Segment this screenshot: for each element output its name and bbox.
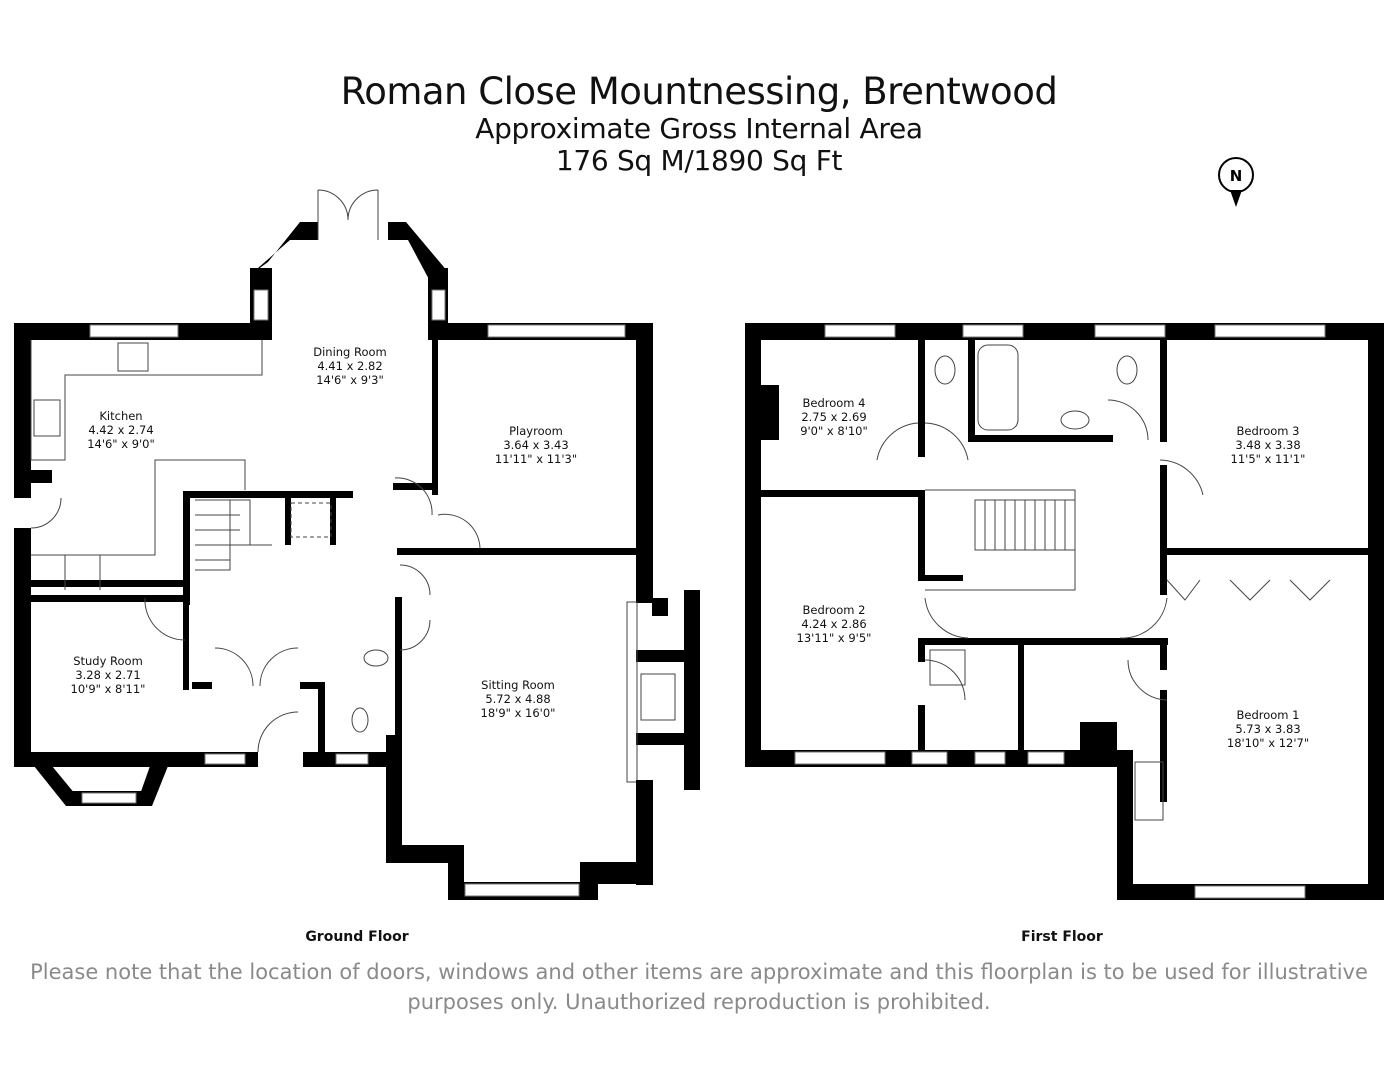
disclaimer-line-2: purposes only. Unauthorized reproduction… — [407, 990, 991, 1014]
room-name: Sitting Room — [481, 678, 555, 692]
room-metric: 5.72 x 4.88 — [485, 692, 550, 706]
room-name: Playroom — [509, 424, 563, 438]
room-name: Dining Room — [313, 345, 387, 359]
room-imperial: 11'5" x 11'1" — [1231, 452, 1306, 466]
room-metric: 4.41 x 2.82 — [317, 359, 382, 373]
ground-floor-plan: Dining Room 4.41 x 2.82 14'6" x 9'3" Kit… — [14, 189, 700, 945]
room-metric: 3.48 x 3.38 — [1235, 438, 1300, 452]
room-imperial: 13'11" x 9'5" — [797, 631, 872, 645]
room-name: Bedroom 2 — [803, 603, 866, 617]
disclaimer: Please note that the location of doors, … — [0, 957, 1398, 1017]
room-name: Bedroom 4 — [803, 396, 866, 410]
room-metric: 3.64 x 3.43 — [503, 438, 568, 452]
plan-title: Roman Close Mountnessing, Brentwood — [340, 70, 1058, 113]
room-name: Bedroom 3 — [1237, 424, 1300, 438]
room-metric: 4.42 x 2.74 — [88, 423, 153, 437]
compass-label: N — [1230, 167, 1243, 185]
room-name: Study Room — [73, 654, 143, 668]
disclaimer-line-1: Please note that the location of doors, … — [30, 960, 1368, 984]
room-metric: 4.24 x 2.86 — [801, 617, 866, 631]
room-imperial: 14'6" x 9'3" — [316, 373, 384, 387]
room-metric: 3.28 x 2.71 — [75, 668, 140, 682]
first-floor-plan: Bedroom 4 2.75 x 2.69 9'0" x 8'10" Bedro… — [745, 323, 1384, 945]
floor-label: First Floor — [1021, 929, 1103, 945]
room-imperial: 11'11" x 11'3" — [495, 452, 577, 466]
room-name: Kitchen — [99, 409, 142, 423]
room-imperial: 9'0" x 8'10" — [800, 424, 868, 438]
plan-subtitle: Approximate Gross Internal Area — [475, 112, 923, 145]
plan-area: 176 Sq M/1890 Sq Ft — [555, 144, 843, 177]
room-name: Bedroom 1 — [1237, 708, 1300, 722]
room-imperial: 18'9" x 16'0" — [481, 706, 556, 720]
room-metric: 5.73 x 3.83 — [1235, 722, 1300, 736]
room-imperial: 10'9" x 8'11" — [71, 682, 146, 696]
room-metric: 2.75 x 2.69 — [801, 410, 866, 424]
floor-label: Ground Floor — [305, 929, 408, 945]
room-imperial: 18'10" x 12'7" — [1227, 736, 1309, 750]
north-compass-icon: N — [1218, 157, 1254, 207]
room-imperial: 14'6" x 9'0" — [87, 437, 155, 451]
